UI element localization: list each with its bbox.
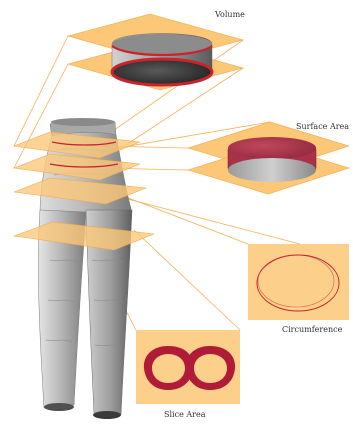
slice-area-label: Slice Area xyxy=(164,410,206,419)
surface-area-label: Surface Area xyxy=(296,122,349,131)
surface-slab-bottom xyxy=(228,158,316,182)
volume-slab-bottom xyxy=(112,59,212,85)
slice-area-panel xyxy=(136,330,240,404)
surface-slab-top xyxy=(228,137,316,159)
left-cuff xyxy=(44,403,74,411)
surface-area-slab-icon xyxy=(188,122,349,194)
volume-slab-icon xyxy=(68,14,243,90)
right-cuff xyxy=(93,411,121,419)
leader-line-slice-2 xyxy=(134,230,240,330)
slicing-planes xyxy=(14,132,154,250)
circumference-label: Circumference xyxy=(282,325,343,334)
leader-line-circumference-2 xyxy=(124,198,300,244)
waist-opening xyxy=(51,118,115,126)
plane-4 xyxy=(14,222,154,250)
circumference-panel xyxy=(248,244,349,320)
volume-label: Volume xyxy=(214,10,245,19)
